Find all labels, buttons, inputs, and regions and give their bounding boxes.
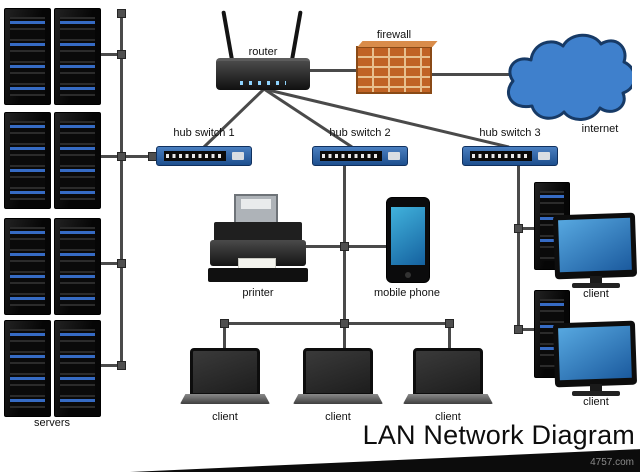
- printer-base-icon: [208, 268, 308, 282]
- router-lights-icon: [240, 81, 286, 85]
- monitor-screen-icon: [558, 325, 632, 381]
- printer-feeder-icon: [234, 194, 278, 224]
- hub-switch-2-device: [312, 146, 408, 166]
- connector-node: [117, 50, 126, 59]
- internet-cloud-icon: [507, 33, 632, 121]
- server-tower-icon: [54, 320, 101, 417]
- server-tower-icon: [4, 8, 51, 105]
- laptop-screen-icon: [413, 348, 483, 396]
- laptop-base-icon: [180, 394, 270, 404]
- server-tower-icon: [4, 218, 51, 315]
- monitor-icon: [552, 212, 638, 280]
- laptop-screen-icon: [190, 348, 260, 396]
- switch-ports-icon: [470, 151, 532, 161]
- laptop-client-device: [293, 348, 383, 410]
- monitor-base-icon: [572, 283, 620, 288]
- connector-node: [445, 319, 454, 328]
- hub-switch-1-device: [156, 146, 252, 166]
- client-label: client: [435, 411, 461, 423]
- connector-node: [514, 224, 523, 233]
- hub3-drop-cable: [517, 166, 520, 330]
- switch-ports-icon: [320, 151, 382, 161]
- mobile-phone-label: mobile phone: [373, 287, 441, 299]
- hub-switch-3-device: [462, 146, 558, 166]
- internet-label: internet: [581, 123, 619, 135]
- client-label: client: [583, 396, 609, 408]
- server-tower-icon: [4, 320, 51, 417]
- laptop-client-device: [403, 348, 493, 410]
- phone-home-button-icon: [405, 272, 411, 278]
- laptop-base-icon: [403, 394, 493, 404]
- switch-badge-icon: [232, 152, 244, 160]
- laptop-client-device: [180, 348, 270, 410]
- network-link: [517, 328, 539, 331]
- hub-switch-2-label: hub switch 2: [329, 127, 391, 139]
- printer-device: [208, 194, 308, 284]
- connector-node: [340, 242, 349, 251]
- monitor-base-icon: [572, 391, 620, 396]
- switch-badge-icon: [388, 152, 400, 160]
- firewall-label: firewall: [376, 29, 412, 41]
- server-tower-icon: [54, 112, 101, 209]
- desktop-client-device: [534, 290, 638, 406]
- connector-node: [340, 319, 349, 328]
- watermark: 4757.com: [590, 457, 634, 468]
- connector-node: [117, 259, 126, 268]
- printer-top-icon: [214, 222, 302, 242]
- client-label: client: [583, 288, 609, 300]
- network-link: [98, 262, 122, 265]
- network-link: [343, 322, 346, 352]
- connector-node: [117, 361, 126, 370]
- connector-node: [514, 325, 523, 334]
- phone-screen-icon: [391, 207, 425, 265]
- network-link: [448, 322, 451, 352]
- network-link: [98, 155, 158, 158]
- monitor-stand-icon: [590, 384, 602, 392]
- network-link: [223, 322, 226, 352]
- monitor-stand-icon: [590, 276, 602, 284]
- router-label: router: [248, 46, 278, 58]
- router-device: [216, 58, 310, 90]
- firewall-icon: [356, 46, 432, 94]
- firewall-internet-link: [432, 73, 510, 76]
- network-link: [98, 53, 122, 56]
- servers-label: servers: [33, 417, 71, 429]
- printer-label: printer: [242, 287, 274, 299]
- client-label: client: [325, 411, 351, 423]
- server-tower-icon: [54, 218, 101, 315]
- server-tower-icon: [4, 112, 51, 209]
- hub-switch-3-label: hub switch 3: [479, 127, 541, 139]
- mobile-phone-device: [386, 197, 430, 283]
- server-bus-cable: [120, 12, 123, 368]
- desktop-client-device: [534, 182, 638, 298]
- laptop-base-icon: [293, 394, 383, 404]
- laptop-screen-icon: [303, 348, 373, 396]
- switch-ports-icon: [164, 151, 226, 161]
- monitor-icon: [552, 320, 638, 388]
- router-firewall-link: [308, 69, 358, 72]
- network-link: [517, 227, 539, 230]
- server-tower-icon: [54, 8, 101, 105]
- switch-badge-icon: [538, 152, 550, 160]
- monitor-screen-icon: [558, 217, 632, 273]
- network-link: [98, 364, 122, 367]
- connector-node: [117, 152, 126, 161]
- hub-switch-1-label: hub switch 1: [173, 127, 235, 139]
- diagram-title: LAN Network Diagram: [362, 420, 635, 450]
- laptop-bus-cable: [223, 322, 451, 325]
- connector-node: [220, 319, 229, 328]
- connector-node: [117, 9, 126, 18]
- client-label: client: [212, 411, 238, 423]
